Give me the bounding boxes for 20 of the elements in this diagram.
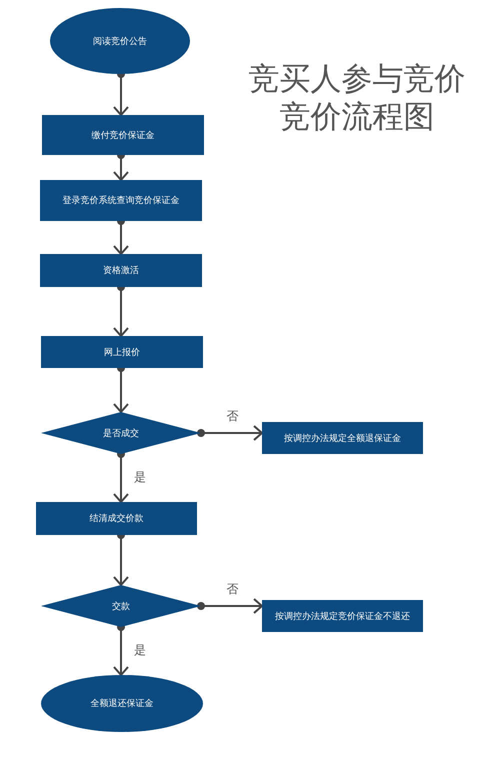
process-box: 资格激活 bbox=[40, 254, 202, 287]
process-box: 按调控办法规定全额退保证金 bbox=[262, 422, 423, 454]
arrow bbox=[197, 425, 263, 441]
arrow bbox=[113, 450, 129, 503]
edge-label: 否 bbox=[226, 582, 240, 596]
terminal-ellipse: 全额退还保证金 bbox=[41, 675, 203, 732]
edge-label: 是 bbox=[133, 470, 147, 484]
terminal-ellipse: 阅读竞价公告 bbox=[50, 8, 190, 74]
arrow bbox=[113, 623, 129, 676]
title: 竞买人参与竞价竞价流程图 bbox=[248, 60, 466, 136]
edge-label: 是 bbox=[133, 643, 147, 657]
process-box: 网上报价 bbox=[41, 336, 203, 368]
decision-diamond: 交款 bbox=[41, 585, 201, 627]
arrow bbox=[197, 598, 263, 614]
process-box: 登录竞价系统查询竞价保证金 bbox=[40, 180, 202, 221]
process-box: 结清成交价款 bbox=[36, 502, 197, 535]
process-box: 按调控办法规定竞价保证金不退还 bbox=[262, 600, 423, 632]
decision-diamond: 是否成交 bbox=[41, 412, 201, 454]
edge-label: 否 bbox=[226, 409, 240, 423]
process-box: 缴付竞价保证金 bbox=[42, 115, 204, 155]
